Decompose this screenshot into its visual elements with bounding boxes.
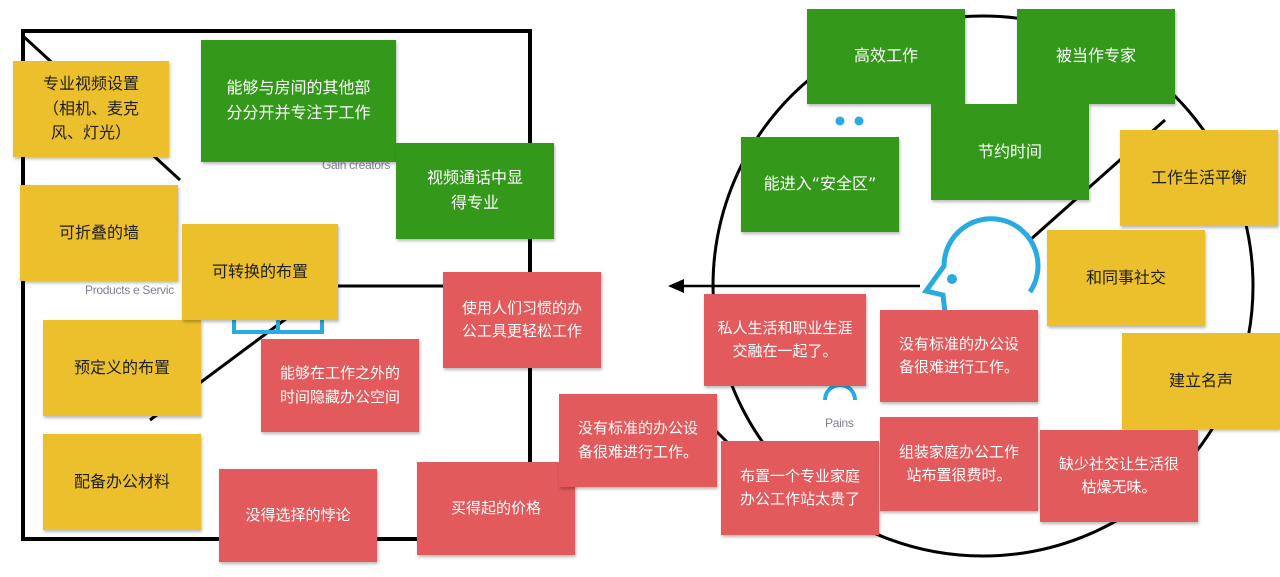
note-hide-office[interactable]: 能够在工作之外的 时间隐藏办公空间 (261, 339, 419, 432)
note-familiar-tools[interactable]: 使用人们习惯的办 公工具更轻松工作 (443, 272, 601, 368)
note-affordable-price[interactable]: 买得起的价格 (417, 462, 575, 555)
note-save-time[interactable]: 节约时间 (931, 104, 1089, 200)
gains-icon (835, 116, 864, 126)
note-build-reputation[interactable]: 建立名声 (1122, 333, 1280, 429)
note-safe-zone[interactable]: 能进入“安全区” (741, 137, 899, 232)
note-no-standard-equipment-right[interactable]: 没有标准的办公设 备很难进行工作。 (880, 310, 1038, 402)
note-pro-video-setup[interactable]: 专业视频设置 （相机、麦克 风、灯光） (13, 61, 169, 157)
note-separate-focus[interactable]: 能够与房间的其他部 分分开并专注于工作 (201, 40, 396, 162)
note-treated-as-expert[interactable]: 被当作专家 (1017, 9, 1175, 104)
pains-label: Pains (825, 416, 854, 430)
customer-job-head-icon (921, 216, 1041, 313)
note-social-life-boring[interactable]: 缺少社交让生活很 枯燥无味。 (1040, 430, 1198, 522)
note-assembling-time-consuming[interactable]: 组装家庭办公工作 站布置很费时。 (880, 417, 1038, 511)
note-private-professional-mixed[interactable]: 私人生活和职业生涯 交融在一起了。 (704, 294, 866, 386)
note-home-office-expensive[interactable]: 布置一个专业家庭 办公工作站太贵了 (721, 441, 879, 535)
note-professional-video-call[interactable]: 视频通话中显 得专业 (396, 143, 554, 239)
note-office-supplies[interactable]: 配备办公材料 (43, 434, 201, 530)
products-services-label: Products e Servic (85, 283, 174, 297)
note-convertible-layout[interactable]: 可转换的布置 (182, 224, 338, 320)
note-work-life-balance[interactable]: 工作生活平衡 (1120, 130, 1278, 226)
note-predefined-layout[interactable]: 预定义的布置 (43, 320, 201, 416)
products-services-icon (232, 318, 324, 334)
note-efficient-work[interactable]: 高效工作 (807, 9, 965, 104)
pains-icon (823, 383, 857, 401)
note-folding-wall[interactable]: 可折叠的墙 (20, 185, 178, 281)
fit-arrow-head (668, 279, 684, 293)
note-choice-paradox[interactable]: 没得选择的悖论 (219, 469, 377, 562)
note-socialize-colleagues[interactable]: 和同事社交 (1047, 230, 1205, 326)
note-no-standard-equipment-left[interactable]: 没有标准的办公设 备很难进行工作。 (559, 394, 717, 487)
